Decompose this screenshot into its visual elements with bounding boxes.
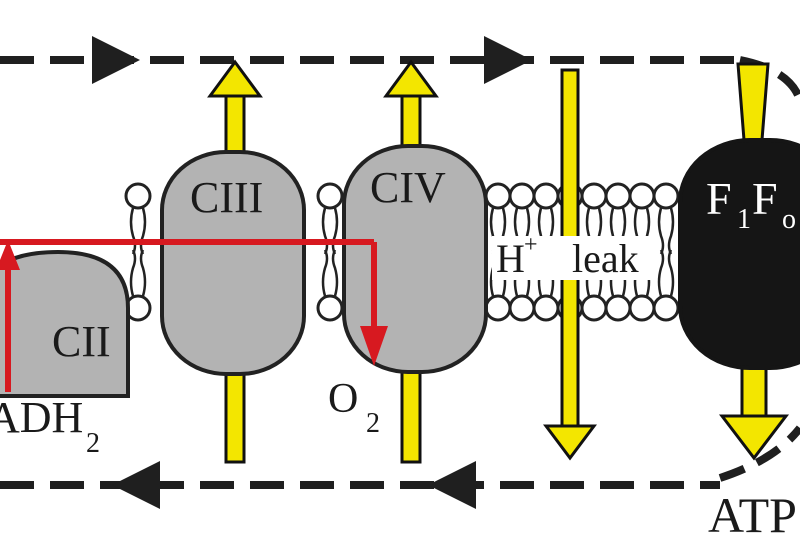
leak-word: leak bbox=[572, 236, 639, 281]
o2-main: O bbox=[328, 376, 358, 422]
fadh2-label: ADH 2 bbox=[0, 393, 100, 459]
synthase-sub-o: o bbox=[782, 204, 796, 235]
lipid-tail bbox=[657, 207, 665, 255]
lipid-tail bbox=[139, 207, 147, 255]
lipid-head bbox=[484, 182, 512, 210]
top-arrowhead-2 bbox=[484, 36, 532, 84]
lipid-tail bbox=[321, 249, 329, 297]
lipid-head bbox=[508, 294, 536, 322]
electron-arrowhead-up bbox=[0, 240, 20, 270]
lipid-head bbox=[316, 182, 344, 210]
lipid-tail bbox=[321, 207, 329, 255]
lipid-tail bbox=[139, 249, 147, 297]
lipid-head bbox=[124, 182, 152, 210]
synthase-f-label: F bbox=[706, 173, 732, 224]
bottom-dashed-flow bbox=[0, 425, 800, 509]
proton-leak-label: H + leak bbox=[492, 232, 656, 281]
o2-sub: 2 bbox=[366, 408, 380, 439]
leak-h: H bbox=[496, 236, 525, 281]
lipid-head bbox=[652, 294, 680, 322]
atp-label: ATP bbox=[708, 487, 797, 543]
lipid-tail bbox=[331, 207, 339, 255]
oxygen-label: O 2 bbox=[328, 376, 380, 439]
lipid-head bbox=[652, 182, 680, 210]
lipid-tail bbox=[667, 207, 675, 255]
lipid-head bbox=[580, 182, 608, 210]
lipid-head bbox=[604, 182, 632, 210]
complex-iv-label: CIV bbox=[370, 163, 446, 212]
synthase-proton-arrow bbox=[718, 62, 790, 461]
bottom-arrowhead-1 bbox=[112, 461, 160, 509]
bottom-arrowhead-2 bbox=[428, 461, 476, 509]
lipid-head bbox=[508, 182, 536, 210]
lipid-head bbox=[532, 294, 560, 322]
lipid-head bbox=[604, 294, 632, 322]
electron-path bbox=[0, 239, 388, 392]
complex-iii-label: CIII bbox=[190, 173, 263, 222]
complex-ii-label: CII bbox=[52, 317, 111, 366]
lipid-tail bbox=[331, 249, 339, 297]
lipid-head bbox=[628, 182, 656, 210]
atp-synthase: F 1 F o bbox=[678, 138, 800, 370]
synthase-fo-label: F bbox=[752, 173, 778, 224]
lipid-head bbox=[580, 294, 608, 322]
top-arrowhead-1 bbox=[92, 36, 140, 84]
lipid-head bbox=[484, 294, 512, 322]
lipid-tail bbox=[129, 249, 137, 297]
complex-iv: CIV bbox=[342, 144, 488, 374]
leak-plus: + bbox=[524, 232, 538, 258]
fadh2-main: ADH bbox=[0, 393, 83, 442]
complex-iii: CIII bbox=[160, 150, 306, 376]
electron-arrowhead-down bbox=[360, 326, 388, 366]
complex-ii: CII bbox=[0, 249, 130, 398]
lipid-tail bbox=[129, 207, 137, 255]
lipid-head bbox=[628, 294, 656, 322]
fadh2-sub: 2 bbox=[86, 428, 100, 459]
lipid-tail bbox=[657, 249, 665, 297]
lipid-head bbox=[532, 182, 560, 210]
synthase-sub-1: 1 bbox=[737, 204, 751, 235]
lipid-head bbox=[316, 294, 344, 322]
top-dashed-flow bbox=[0, 36, 800, 102]
lipid-tail bbox=[667, 249, 675, 297]
